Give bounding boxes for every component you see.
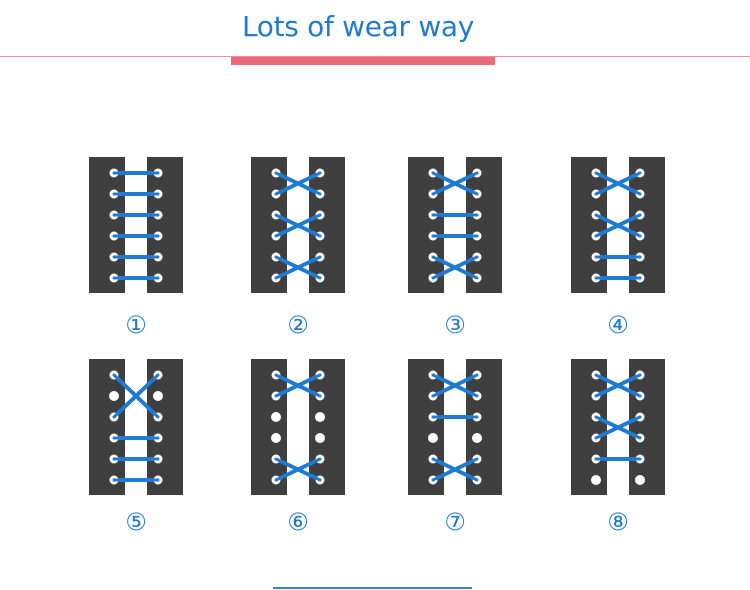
style-number-label: ⑥ bbox=[287, 508, 309, 536]
style-number-label: ② bbox=[287, 311, 309, 339]
lace-cross bbox=[274, 373, 322, 398]
laces-overlay bbox=[594, 373, 642, 461]
lacing-diagram bbox=[408, 157, 502, 293]
right-strip bbox=[629, 359, 665, 495]
title-accent-bar bbox=[231, 57, 495, 65]
style-number-label: ③ bbox=[444, 311, 466, 339]
eyelet bbox=[315, 433, 325, 443]
right-strip bbox=[309, 157, 345, 293]
laces-overlay bbox=[431, 373, 479, 482]
lace-cross bbox=[594, 213, 642, 238]
lace-cross bbox=[431, 255, 479, 280]
left-strip bbox=[408, 157, 444, 293]
lacing-diagram bbox=[251, 359, 345, 495]
lacing-diagram bbox=[408, 359, 502, 495]
style-number-label: ⑧ bbox=[607, 508, 629, 536]
left-strip bbox=[251, 359, 287, 495]
laces-overlay bbox=[431, 171, 479, 280]
laces-overlay bbox=[594, 171, 642, 280]
style-number-label: ⑦ bbox=[444, 508, 466, 536]
eyelet bbox=[428, 433, 438, 443]
right-strip bbox=[147, 157, 183, 293]
style-number-label: ④ bbox=[607, 311, 629, 339]
lace-cross bbox=[274, 213, 322, 238]
left-strip bbox=[571, 157, 607, 293]
lace-cross bbox=[594, 171, 642, 196]
lace-cross bbox=[431, 373, 479, 398]
lace-cross bbox=[274, 255, 322, 280]
page-title: Lots of wear way bbox=[241, 10, 475, 43]
right-strip bbox=[629, 157, 665, 293]
left-strip bbox=[571, 359, 607, 495]
lace-cross bbox=[594, 373, 642, 398]
eyelet bbox=[591, 475, 601, 485]
right-strip bbox=[466, 157, 502, 293]
eyelet bbox=[153, 391, 163, 401]
laces-overlay bbox=[274, 373, 322, 482]
eyelet bbox=[472, 433, 482, 443]
eyelet bbox=[271, 412, 281, 422]
lacing-diagram bbox=[251, 157, 345, 293]
lacing-diagram bbox=[89, 157, 183, 293]
eyelet bbox=[315, 412, 325, 422]
lace-cross bbox=[112, 373, 160, 419]
left-strip bbox=[251, 157, 287, 293]
lace-cross bbox=[431, 171, 479, 196]
style-number-label: ① bbox=[125, 311, 147, 339]
lacing-diagram bbox=[571, 157, 665, 293]
right-strip bbox=[466, 359, 502, 495]
footer-divider bbox=[273, 587, 472, 589]
left-strip bbox=[89, 157, 125, 293]
lace-cross bbox=[431, 457, 479, 482]
eyelet bbox=[109, 391, 119, 401]
lace-cross bbox=[274, 171, 322, 196]
right-strip bbox=[309, 359, 345, 495]
laces-overlay bbox=[112, 171, 160, 280]
lacing-diagram bbox=[89, 359, 183, 495]
left-strip bbox=[408, 359, 444, 495]
laces-overlay bbox=[112, 373, 160, 482]
style-number-label: ⑤ bbox=[125, 508, 147, 536]
lace-cross bbox=[274, 457, 322, 482]
laces-overlay bbox=[274, 171, 322, 280]
eyelet bbox=[271, 433, 281, 443]
lace-cross bbox=[594, 415, 642, 440]
eyelet bbox=[635, 475, 645, 485]
lacing-diagram bbox=[571, 359, 665, 495]
header-divider bbox=[0, 56, 750, 57]
